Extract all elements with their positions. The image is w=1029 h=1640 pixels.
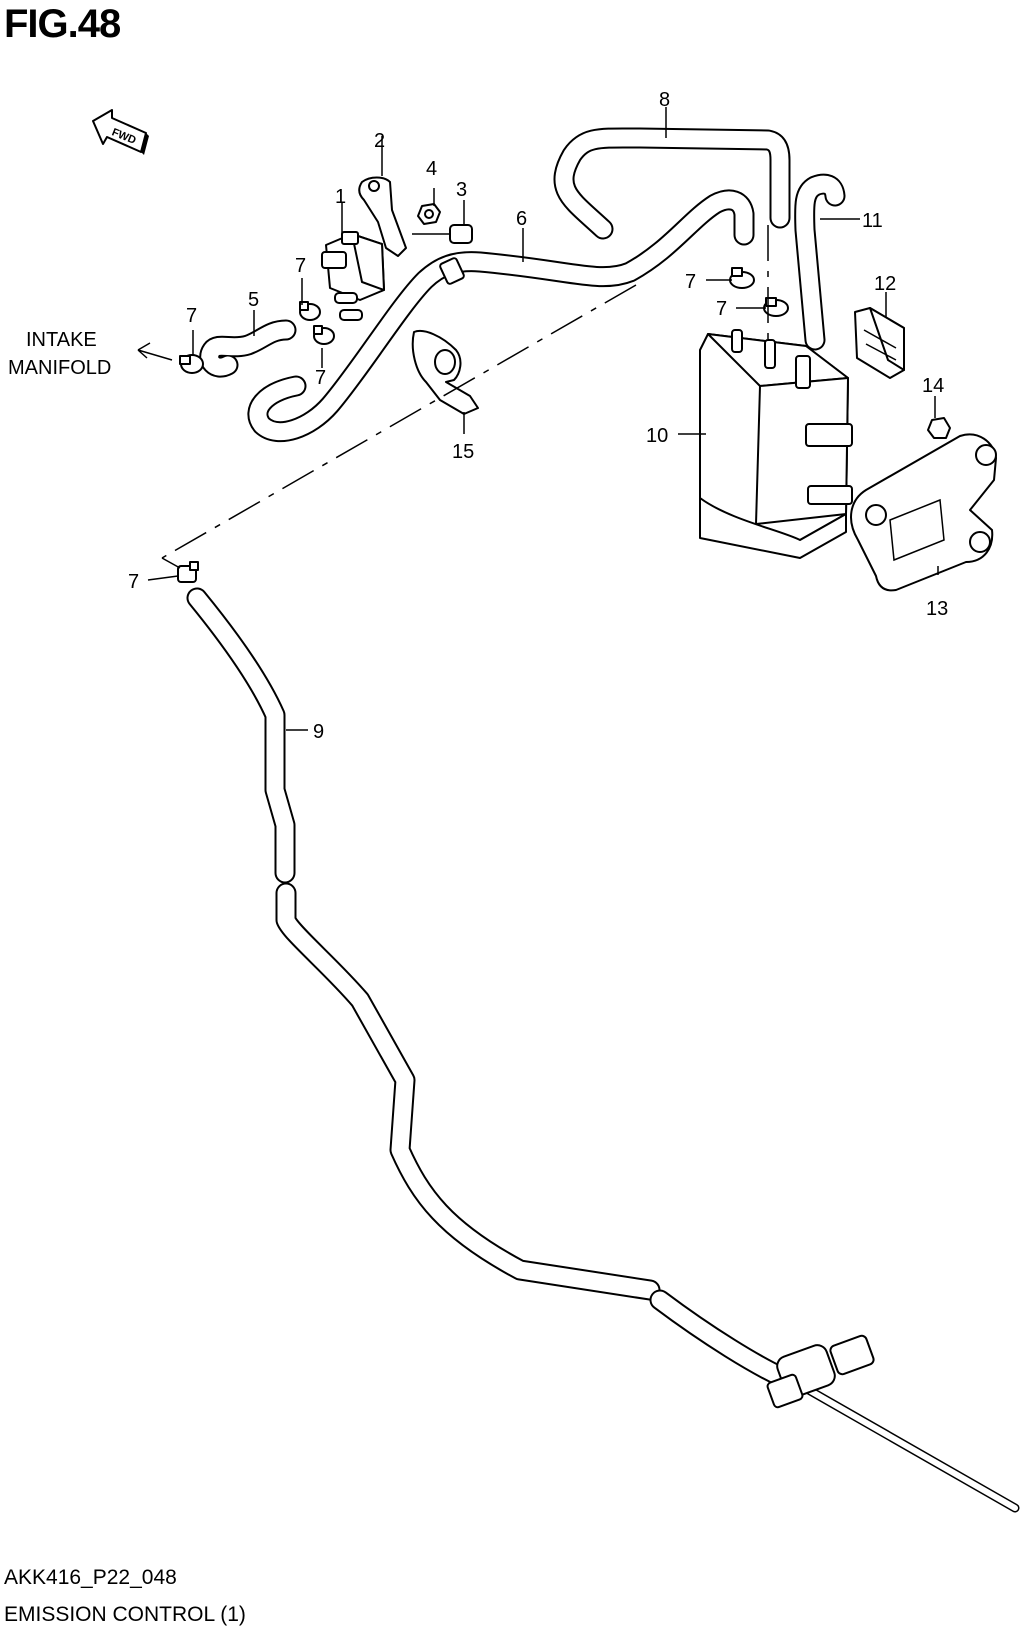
callout-14: 14 [922, 375, 944, 397]
hose-part-8 [553, 127, 791, 240]
callout-15: 15 [452, 441, 474, 463]
figure-title: FIG.48 [4, 2, 121, 46]
intake-manifold-note-line2: MANIFOLD [8, 357, 111, 379]
bracket-part-2 [358, 176, 407, 257]
callout-12: 12 [874, 273, 896, 295]
callout-10: 10 [646, 425, 668, 447]
hose-clamp-part-7b [299, 301, 321, 321]
callout-2: 2 [374, 130, 385, 152]
callout-5: 5 [248, 289, 259, 311]
hose-part-5 [199, 319, 297, 378]
callout-3: 3 [456, 179, 467, 201]
callout-11: 11 [862, 210, 883, 232]
grommet-part-14 [927, 417, 951, 439]
callout-9: 9 [313, 721, 324, 743]
callout-8: 8 [659, 89, 670, 111]
hose-part-6 [247, 189, 755, 443]
callout-13: 13 [926, 598, 948, 620]
hose-clamp-part-7a [179, 354, 204, 374]
hose-part-11 [794, 173, 846, 351]
callout-1: 1 [335, 186, 346, 208]
diagram-code: AKK416_P22_048 [4, 1566, 177, 1589]
bolt-part-3 [412, 224, 473, 244]
callout-7d: 7 [685, 271, 696, 293]
canister-part-10 [699, 329, 853, 559]
leader-lines [137, 107, 939, 731]
callout-4: 4 [426, 158, 437, 180]
callout-7f: 7 [128, 571, 139, 593]
fwd-arrow-icon: FWD [92, 109, 149, 155]
hose-clamp-part-7d [729, 267, 755, 289]
callout-7a: 7 [295, 255, 306, 277]
connection-line [161, 284, 637, 559]
connection-line [161, 557, 181, 569]
clamp-part-12 [854, 307, 905, 379]
nut-part-4 [417, 203, 441, 225]
hose-clamp-part-7f [177, 561, 199, 583]
vacuum-valve-part-1 [321, 231, 385, 321]
bracket-part-15 [411, 330, 479, 415]
callout-7c: 7 [315, 367, 326, 389]
intake-manifold-note-line1: INTAKE [26, 329, 97, 351]
callout-7b: 7 [186, 305, 197, 327]
callout-7e: 7 [716, 298, 727, 320]
callout-6: 6 [516, 208, 527, 230]
bracket-part-13 [850, 433, 997, 592]
hose-clip [766, 1334, 875, 1409]
diagram-caption: EMISSION CONTROL (1) [4, 1603, 246, 1626]
hose-clamp-part-7c [313, 325, 335, 345]
